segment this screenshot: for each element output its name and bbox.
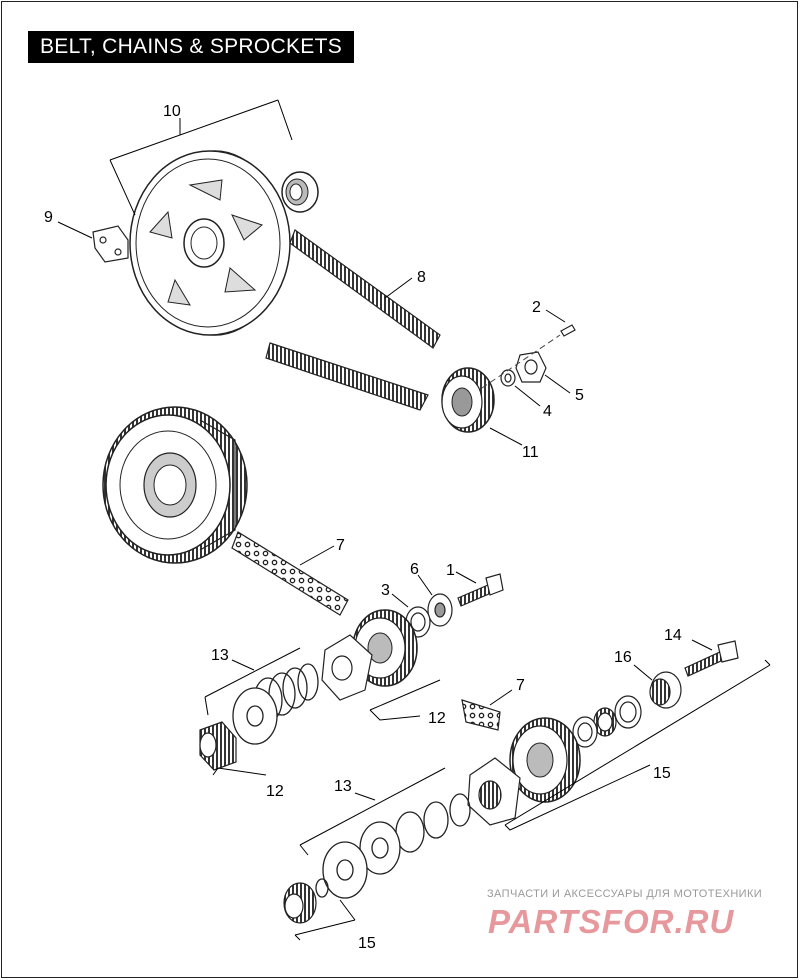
hub-part-12 xyxy=(199,721,237,771)
page-title: BELT, CHAINS & SPROCKETS xyxy=(28,31,355,63)
clutch-shell xyxy=(102,406,248,564)
callout-16: 16 xyxy=(614,649,632,666)
lock-nut-part-4 xyxy=(500,369,516,387)
lock-plate-part-5 xyxy=(515,351,547,383)
callout-13-lower: 13 xyxy=(334,778,352,795)
callout-7-lower: 7 xyxy=(516,677,525,694)
spring-pack-part-13-lower xyxy=(322,793,471,899)
callout-9: 9 xyxy=(44,209,53,226)
washers-part-15 xyxy=(572,695,642,748)
bolt-part-1 xyxy=(457,573,504,607)
snap-ring xyxy=(315,878,329,898)
screw-part-2 xyxy=(560,324,576,337)
bracket-lines xyxy=(57,99,771,941)
drive-belt-part-8 xyxy=(265,229,441,411)
callout-6: 6 xyxy=(410,561,419,578)
callout-1: 1 xyxy=(446,562,455,579)
compensator-cam-lower xyxy=(467,757,521,826)
bolt-part-14 xyxy=(684,640,739,677)
callout-14: 14 xyxy=(664,627,682,644)
callout-4: 4 xyxy=(543,403,552,420)
bushing-part-16 xyxy=(649,671,682,709)
callout-12-right: 12 xyxy=(428,710,446,727)
callout-15-upper: 15 xyxy=(653,765,671,782)
watermark-logo: PARTSFOR.RU xyxy=(488,903,735,940)
pulley-bearing xyxy=(281,171,319,213)
transmission-sprocket-part-11 xyxy=(441,367,495,433)
primary-chain-part-7 xyxy=(231,531,349,616)
hub-part-15 xyxy=(283,882,317,924)
watermark-caption: ЗАПЧАСТИ И АКСЕССУАРЫ ДЛЯ МОТОТЕХНИКИ xyxy=(487,888,763,900)
callout-15-lower: 15 xyxy=(358,935,376,952)
callout-2: 2 xyxy=(532,299,541,316)
callout-13-upper: 13 xyxy=(211,647,229,664)
callout-12-left: 12 xyxy=(266,783,284,800)
compensator-cam xyxy=(321,634,373,701)
sprocket-part-15 xyxy=(509,717,581,803)
rear-pulley-part-10 xyxy=(129,150,291,336)
callout-3: 3 xyxy=(381,582,390,599)
callout-5: 5 xyxy=(575,387,584,404)
chain-link-part-7 xyxy=(461,699,501,731)
callout-10: 10 xyxy=(163,103,181,120)
bracket-part-9 xyxy=(92,225,129,263)
callout-labels: 10 9 8 2 5 4 11 7 6 1 3 13 14 16 7 12 15… xyxy=(44,103,682,952)
washer-part-6 xyxy=(427,593,453,627)
callout-8: 8 xyxy=(417,269,426,286)
callout-7-upper: 7 xyxy=(336,537,345,554)
spring-pack-part-13 xyxy=(232,663,319,745)
callout-11: 11 xyxy=(522,444,539,461)
